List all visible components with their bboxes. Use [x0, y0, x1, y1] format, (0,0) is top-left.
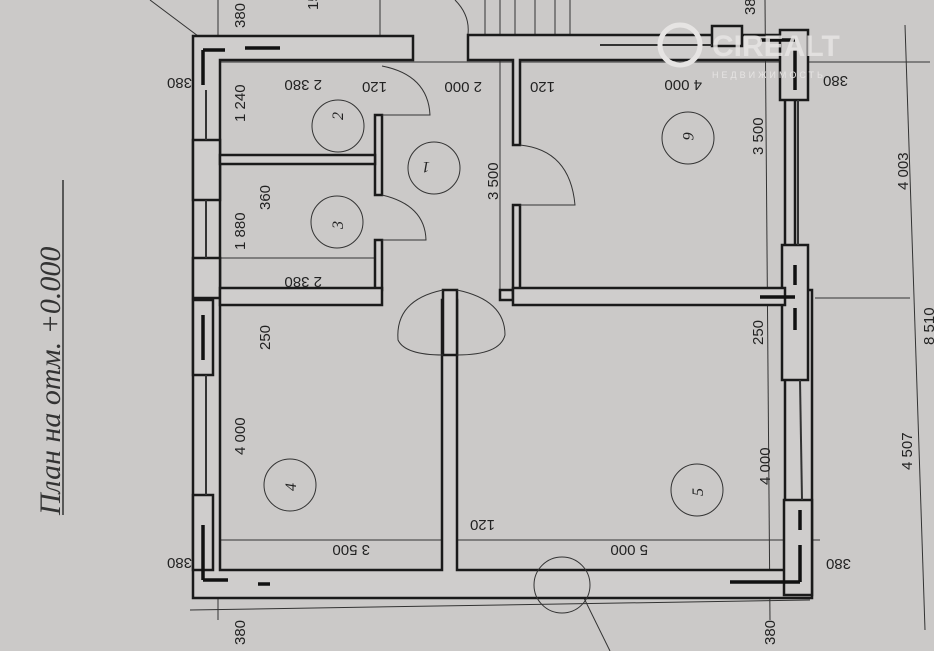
dim-right-bottom-380: 380	[826, 555, 851, 572]
dim-right-250: 250	[750, 320, 767, 345]
dim-corridor-2000: 2 000	[444, 78, 482, 95]
dim-room2-width: 2 380	[284, 76, 322, 93]
room-4-label: 4	[283, 483, 300, 491]
dim-room6-width: 4 000	[664, 76, 702, 93]
dim-top-partial: 15	[305, 0, 322, 10]
room-4: 4	[263, 458, 317, 512]
dim-bottom-right-380: 380	[762, 620, 779, 645]
plan-title: План на отм. +0.000	[34, 247, 67, 516]
dim-overall-lower: 4 507	[899, 432, 916, 470]
room-5: 5	[670, 463, 724, 517]
dim-left-top-380: 380	[167, 74, 192, 91]
dim-room4-width: 3 500	[332, 541, 370, 558]
dim-right-upper-380: 380	[823, 72, 848, 89]
room-2: 2	[311, 99, 365, 153]
door-swings	[381, 65, 591, 614]
dim-room3-height: 1 880	[232, 212, 249, 250]
dim-corridor-3500: 3 500	[485, 162, 502, 200]
windows	[205, 44, 803, 501]
dim-room2-height: 1 240	[232, 84, 249, 122]
room-6: 6	[661, 111, 715, 165]
dim-bottom-left-380: 380	[232, 620, 249, 645]
dim-overall-total: 8 510	[921, 307, 934, 345]
watermark-sub: НЕДВИЖИМОСТЬ	[712, 70, 826, 80]
dim-room4-height: 4 000	[232, 417, 249, 455]
room-1-label: 1	[422, 158, 430, 175]
dim-overall-upper: 4 003	[895, 152, 912, 190]
dim-room5-width: 5 000	[610, 541, 648, 558]
room-markers: 1 2 3 4 5 6	[263, 99, 724, 517]
room-3-label: 3	[330, 221, 347, 230]
dim-room6-120: 120	[530, 78, 555, 95]
dim-room3-width: 2 380	[284, 273, 322, 290]
dim-door-120: 120	[362, 78, 387, 95]
dimension-labels: 380 380 2 380 1 240 120 2 000 3 500 120 …	[167, 0, 934, 645]
dim-left-250: 250	[257, 325, 274, 350]
walls	[191, 24, 814, 600]
room-3: 3	[310, 195, 364, 249]
watermark-brand: CIREALT	[712, 30, 840, 63]
dim-room6-height: 3 500	[750, 117, 767, 155]
dim-partition-120: 120	[470, 516, 495, 533]
room-1: 1	[407, 141, 461, 195]
dim-partition-360: 360	[257, 185, 274, 210]
room-6-label: 6	[679, 132, 696, 140]
entrance-stairs	[454, 0, 571, 35]
dim-left-bottom-380: 380	[167, 554, 192, 571]
dim-room5-height: 4 000	[757, 447, 774, 485]
watermark: CIREALT НЕДВИЖИМОСТЬ	[657, 22, 840, 80]
room-5-label: 5	[690, 488, 707, 496]
wall-markers	[201, 38, 802, 586]
room-2-label: 2	[330, 112, 347, 120]
dim-top-left-380: 380	[232, 3, 249, 28]
dim-right-top-380: 380	[742, 0, 759, 15]
